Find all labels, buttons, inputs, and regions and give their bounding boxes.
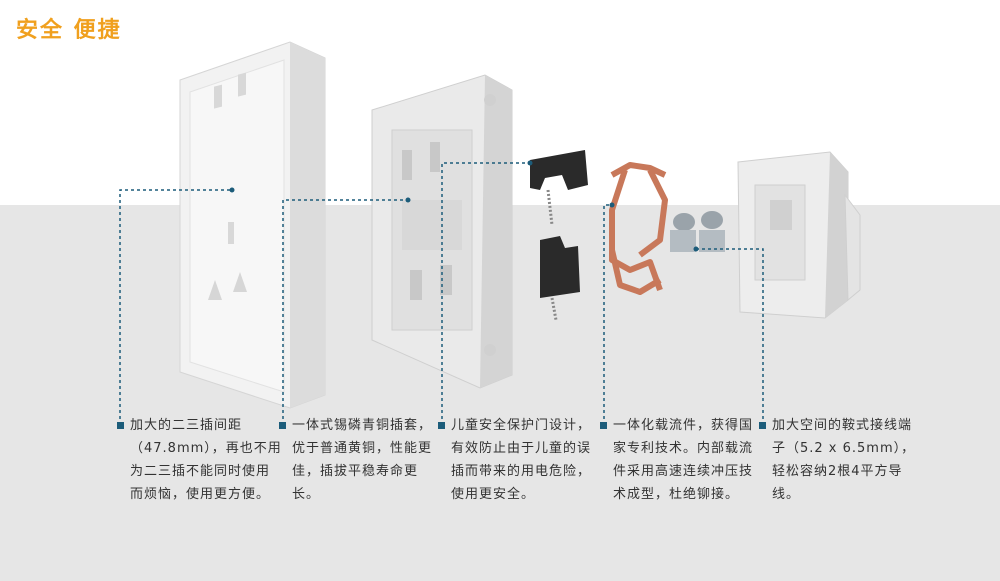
- safety-shutter-top: [530, 150, 588, 226]
- feature-terminal: 加大空间的鞍式接线端子（5.2 x 6.5mm），轻松容纳2根4平方导线。: [759, 414, 922, 506]
- feature-text: 加大空间的鞍式接线端子（5.2 x 6.5mm），轻松容纳2根4平方导线。: [772, 418, 916, 502]
- feature-conductor: 一体化载流件，获得国家专利技术。内部载流件采用高速连续冲压技术成型，杜绝铆接。: [600, 414, 765, 506]
- feature-text: 儿童安全保护门设计，有效防止由于儿童的误插而带来的用电危险，使用更安全。: [451, 418, 592, 502]
- page-title: 安全 便捷: [16, 18, 122, 43]
- bullet-icon: [117, 422, 124, 429]
- leader-lines: [119, 160, 764, 425]
- feature-copper-sleeve: 一体式锡磷青铜插套，优于普通黄铜，性能更佳，插拔平稳寿命更长。: [279, 414, 444, 506]
- bullet-icon: [600, 422, 607, 429]
- bullet-icon: [438, 422, 445, 429]
- bullet-icon: [759, 422, 766, 429]
- bullet-icon: [279, 422, 286, 429]
- feature-text: 加大的二三插间距（47.8mm），再也不用为二三插不能同时使用而烦恼，使用更方便…: [130, 418, 282, 502]
- safety-shutter-bottom: [540, 236, 580, 321]
- screw-terminals: [670, 211, 725, 252]
- feature-text: 一体式锡磷青铜插套，优于普通黄铜，性能更佳，插拔平稳寿命更长。: [292, 418, 433, 502]
- feature-safety-shutter: 儿童安全保护门设计，有效防止由于儿童的误插而带来的用电危险，使用更安全。: [438, 414, 603, 506]
- back-housing: [737, 151, 861, 319]
- feature-text: 一体化载流件，获得国家专利技术。内部载流件采用高速连续冲压技术成型，杜绝铆接。: [613, 418, 754, 502]
- feature-spacing: 加大的二三插间距（47.8mm），再也不用为二三插不能同时使用而烦恼，使用更方便…: [117, 414, 282, 506]
- copper-conductor: [609, 162, 668, 295]
- face-plate: [179, 41, 326, 409]
